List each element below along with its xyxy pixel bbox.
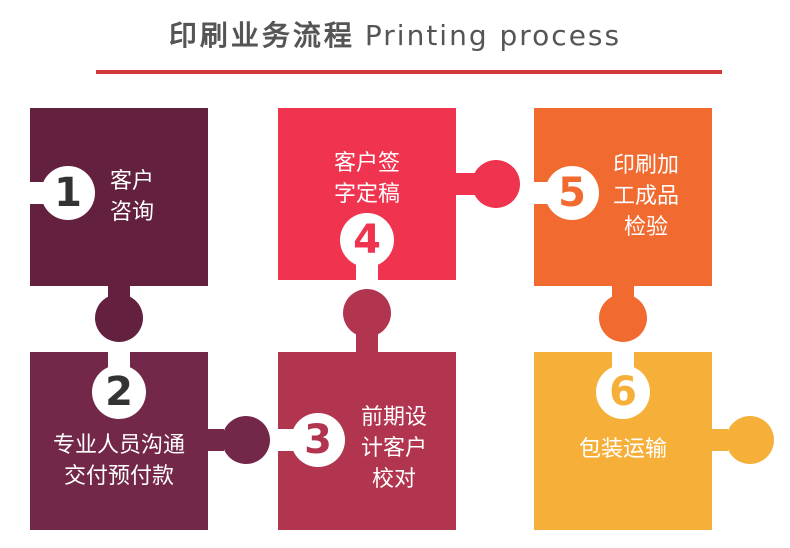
step-2-connector-knob bbox=[222, 416, 270, 464]
step-4-label-line: 客户签 bbox=[333, 151, 400, 176]
step-4-number: 4 bbox=[353, 217, 381, 263]
step-4-notch-slot bbox=[356, 262, 378, 280]
step-4-connector-neck bbox=[450, 173, 476, 195]
step-3-label: 前期设 计客户 校对 bbox=[352, 402, 436, 495]
step-2-label-line: 专业人员沟通 bbox=[52, 433, 185, 458]
step-3-label-line: 计客户 bbox=[360, 436, 427, 461]
step-6-notch bbox=[596, 365, 650, 419]
step-6-number: 6 bbox=[609, 369, 637, 415]
step-3-label-line: 前期设 bbox=[360, 405, 427, 430]
step-5-notch-slot bbox=[534, 182, 552, 204]
step-1-connector-neck bbox=[108, 280, 130, 298]
step-3-connector-knob bbox=[343, 289, 391, 337]
step-5-label-line: 印刷加 bbox=[612, 153, 679, 178]
title-divider bbox=[96, 70, 722, 74]
step-1-notch-slot bbox=[30, 182, 48, 204]
step-3-number: 3 bbox=[304, 417, 332, 463]
step-5-connector-knob bbox=[599, 294, 647, 342]
step-4-notch bbox=[340, 213, 394, 267]
step-5-connector-neck bbox=[612, 280, 634, 298]
title-english: Printing process bbox=[364, 19, 622, 52]
step-2-label-line: 交付预付款 bbox=[63, 464, 174, 489]
step-5-number: 5 bbox=[558, 170, 586, 216]
step-1-connector-knob bbox=[95, 294, 143, 342]
step-2-number: 2 bbox=[105, 369, 133, 415]
step-6-connector-neck bbox=[706, 429, 728, 451]
step-4-label: 客户签 字定稿 bbox=[320, 148, 414, 210]
step-4-connector-knob bbox=[472, 160, 520, 208]
notch-group bbox=[30, 166, 650, 467]
step-1-label: 客户 咨询 bbox=[104, 166, 160, 228]
step-3-label-line: 校对 bbox=[371, 467, 416, 492]
step-5-label-line: 工成品 bbox=[612, 184, 679, 209]
step-1-notch bbox=[41, 166, 95, 220]
step-6-connector-knob bbox=[726, 416, 774, 464]
step-1-label-line: 客户 bbox=[109, 169, 154, 194]
step-6-notch-slot bbox=[612, 352, 634, 370]
step-2-notch bbox=[92, 365, 146, 419]
step-6-label: 包装运输 bbox=[534, 434, 712, 465]
step-4-label-line: 字定稿 bbox=[333, 182, 400, 207]
step-1-number: 1 bbox=[54, 170, 82, 216]
step-2-label: 专业人员沟通 交付预付款 bbox=[30, 430, 208, 492]
step-3-connector-neck bbox=[356, 332, 378, 356]
step-2-connector-neck bbox=[202, 429, 224, 451]
step-6-label-line: 包装运输 bbox=[578, 437, 667, 462]
step-1-label-line: 咨询 bbox=[109, 200, 154, 225]
step-5-notch bbox=[545, 166, 599, 220]
page-title: 印刷业务流程 Printing process bbox=[0, 14, 790, 54]
step-2-notch-slot bbox=[108, 352, 130, 370]
step-3-notch-slot bbox=[278, 429, 296, 451]
step-5-label-line: 检验 bbox=[623, 215, 668, 240]
step-3-notch bbox=[291, 413, 345, 467]
step-5-label: 印刷加 工成品 检验 bbox=[604, 150, 688, 243]
title-chinese: 印刷业务流程 bbox=[168, 19, 355, 52]
